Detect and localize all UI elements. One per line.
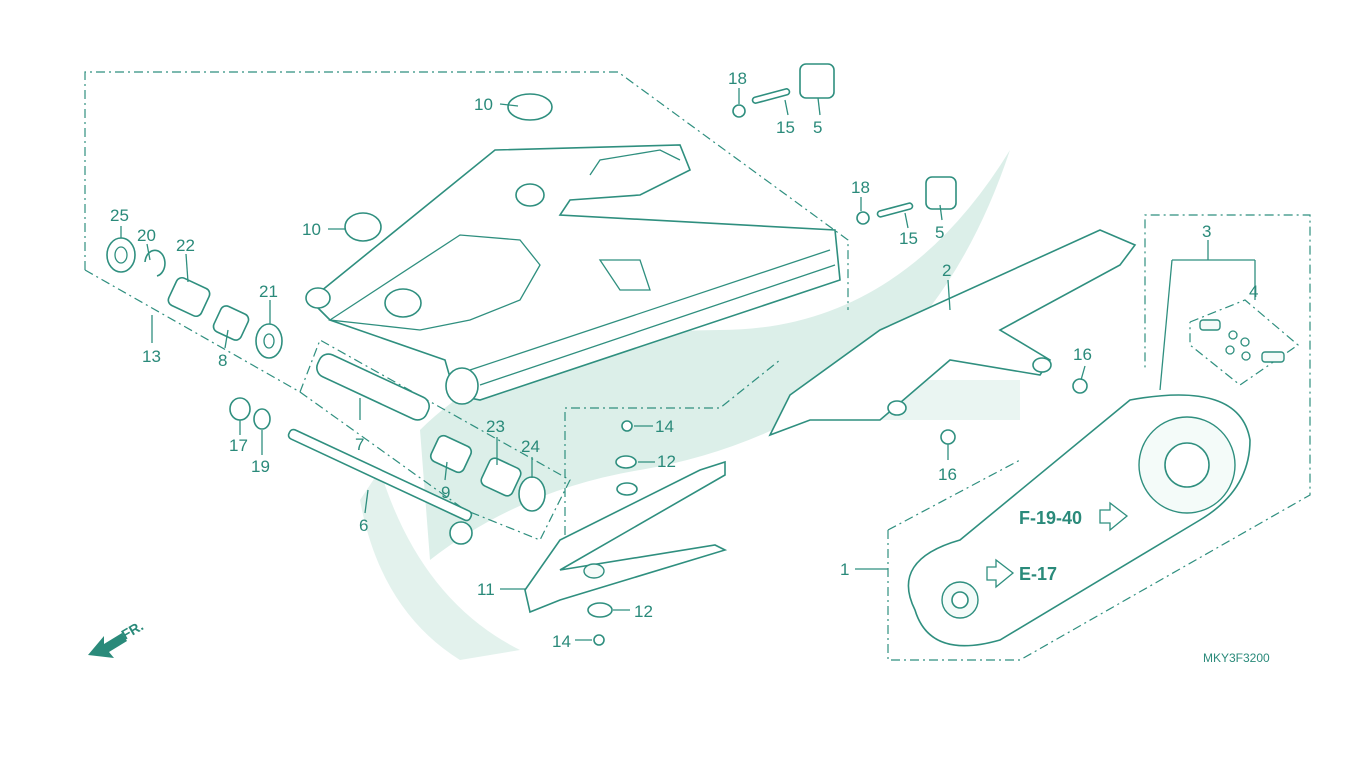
callout-2: 2 [942, 261, 951, 280]
small-parts [106, 63, 1088, 646]
diagram-code: MKY3F3200 [1203, 651, 1270, 665]
chain-slider [524, 460, 728, 614]
callout-16a: 16 [1073, 345, 1092, 364]
callout-12b: 12 [634, 602, 653, 621]
chain-case [768, 229, 1137, 437]
callout-20: 20 [137, 226, 156, 245]
callout-5a: 5 [813, 118, 822, 137]
callout-18b: 18 [851, 178, 870, 197]
callout-12a: 12 [657, 452, 676, 471]
callout-22: 22 [176, 236, 195, 255]
callout-9: 9 [441, 483, 450, 502]
front-direction-indicator: FR. [88, 617, 146, 658]
callout-17: 17 [229, 436, 248, 455]
callout-15a: 15 [776, 118, 795, 137]
reference-labels: F-19-40 E-17 [986, 501, 1129, 589]
reference-arrow-icon [986, 558, 1015, 589]
leader-lines [120, 88, 1256, 641]
callout-25: 25 [110, 206, 129, 225]
callout-16b: 16 [938, 465, 957, 484]
callout-24: 24 [521, 437, 540, 456]
chain-joint-kit [1199, 319, 1285, 363]
callout-13: 13 [142, 347, 161, 366]
front-direction-arrow-icon [88, 633, 127, 658]
callout-21: 21 [259, 282, 278, 301]
callout-10b: 10 [302, 220, 321, 239]
callout-14a: 14 [655, 417, 674, 436]
callout-1: 1 [840, 560, 849, 579]
reference-label-f: F-19-40 [1019, 508, 1082, 528]
callout-5b: 5 [935, 223, 944, 242]
callout-6: 6 [359, 516, 368, 535]
reference-arrow-icon [1099, 501, 1129, 532]
reference-label-e: E-17 [1019, 564, 1057, 584]
swingarm [305, 144, 841, 405]
callout-19: 19 [251, 457, 270, 476]
callout-4: 4 [1249, 282, 1258, 301]
callout-numbers: 1 2 3 4 5 5 6 7 8 9 10 10 11 12 12 13 14… [110, 69, 1258, 651]
callout-11: 11 [477, 580, 495, 599]
callout-18a: 18 [728, 69, 747, 88]
group-boundary-lines [84, 71, 1311, 661]
callout-14b: 14 [552, 632, 571, 651]
callout-10a: 10 [474, 95, 493, 114]
callout-7: 7 [355, 435, 364, 454]
callout-8: 8 [218, 351, 227, 370]
callout-3: 3 [1202, 222, 1211, 241]
callout-23: 23 [486, 417, 505, 436]
callout-15b: 15 [899, 229, 918, 248]
drive-chain [907, 394, 1251, 647]
